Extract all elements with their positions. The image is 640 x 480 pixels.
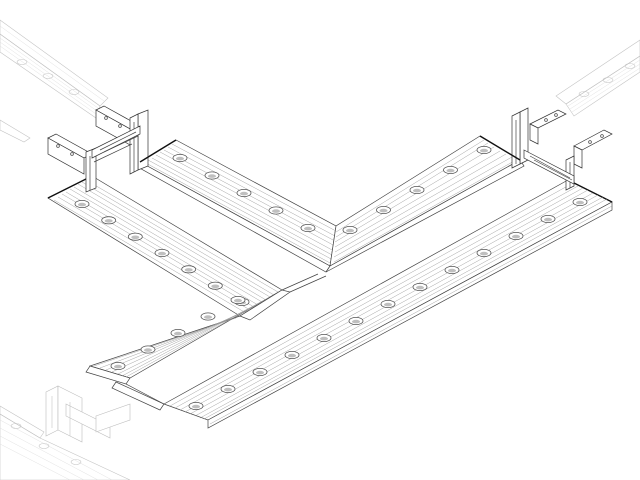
- led-hole-shadow: [446, 168, 455, 173]
- junction-flange: [111, 273, 327, 411]
- led-hole-shadow: [211, 284, 220, 289]
- led-hole-shadow: [480, 148, 488, 153]
- mounting-bracket-right: [511, 107, 613, 191]
- led-hole-shadow: [272, 209, 280, 213]
- led-hole-shadow: [379, 208, 388, 213]
- led-holes-right-arm: [188, 197, 588, 410]
- led-holes-upper-right: [342, 145, 492, 234]
- upper-right-profile: [325, 135, 525, 273]
- led-hole-shadow: [413, 188, 421, 193]
- led-hole-shadow: [346, 228, 354, 233]
- led-hole-shadow: [208, 174, 216, 178]
- led-hole-shadow: [576, 200, 584, 205]
- led-hole-shadow: [184, 268, 193, 272]
- ghost-profile-top-right: [555, 39, 640, 117]
- led-hole-shadow: [512, 234, 520, 239]
- bottom-leg-profile: [85, 289, 283, 385]
- led-hole-shadow: [104, 219, 113, 223]
- led-holes-bottom-leg: [110, 295, 246, 370]
- led-hole-shadow: [192, 404, 200, 409]
- led-hole-shadow: [448, 268, 456, 273]
- led-holes-upper-left: [172, 153, 316, 232]
- led-hole-shadow: [174, 331, 182, 336]
- ghost-profile-bottom-left: [0, 385, 131, 480]
- led-hole-shadow: [78, 202, 86, 207]
- led-hole-shadow: [158, 251, 166, 256]
- led-hole-shadow: [240, 191, 248, 196]
- led-hole-shadow: [256, 370, 264, 375]
- led-hole-shadow: [176, 156, 184, 161]
- led-hole-shadow: [234, 298, 242, 303]
- led-hole-shadow: [480, 251, 488, 256]
- led-hole-shadow: [114, 364, 122, 369]
- ghost-profile-top-left: [0, 19, 109, 143]
- led-hole-shadow: [416, 285, 424, 290]
- led-hole-shadow: [352, 319, 360, 324]
- led-hole-shadow: [320, 336, 328, 341]
- led-hole-shadow: [131, 235, 140, 240]
- led-hole-shadow: [288, 353, 296, 358]
- led-hole-shadow: [224, 387, 232, 392]
- led-hole-shadow: [144, 348, 152, 352]
- led-hole-shadow: [204, 315, 212, 319]
- mounting-bracket-left: [47, 105, 149, 193]
- led-hole-shadow: [384, 302, 392, 307]
- led-hole-shadow: [544, 217, 552, 222]
- led-hole-shadow: [304, 226, 312, 231]
